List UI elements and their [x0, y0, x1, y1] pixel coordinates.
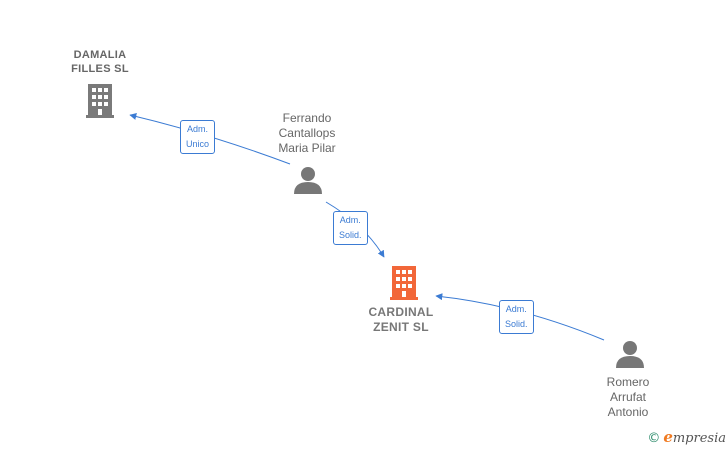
main-building-icon — [390, 266, 418, 300]
empresia-logo[interactable]: ©empresia — [647, 428, 726, 446]
brand-initial: e — [663, 428, 673, 446]
edge-label-adm-unico: Adm. Unico — [180, 120, 216, 154]
person-icon — [294, 167, 322, 194]
company-name-damalia[interactable]: DAMALIA FILLES SL — [71, 49, 129, 75]
copyright-icon: © — [647, 431, 661, 446]
brand-name: mpresia — [672, 431, 726, 446]
building-icon — [86, 84, 114, 118]
edge-label-adm-solid-ferrando: Adm. Solid. — [333, 211, 368, 245]
person-name-romero[interactable]: Romero Arrufat Antonio — [606, 375, 650, 419]
company-name-cardinal[interactable]: CARDINAL ZENIT SL — [368, 305, 434, 334]
person-name-ferrando[interactable]: Ferrando Cantallops Maria Pilar — [278, 111, 336, 155]
person-icon — [616, 341, 644, 368]
edge-label-adm-solid-romero: Adm. Solid. — [499, 300, 534, 334]
